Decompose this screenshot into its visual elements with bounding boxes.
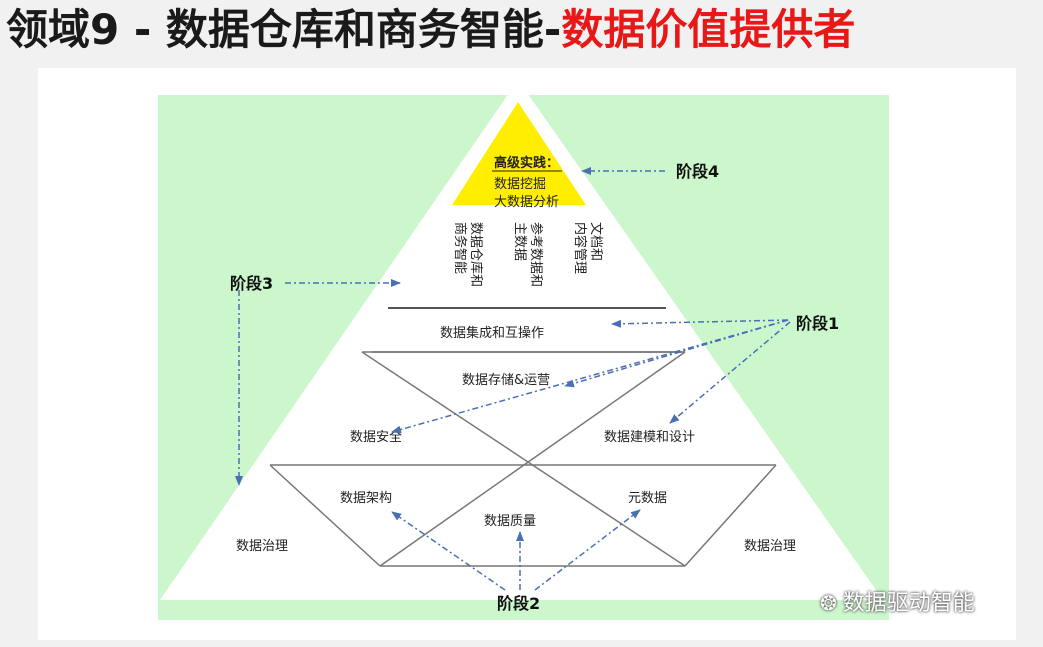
label-metadata: 元数据 <box>628 491 667 506</box>
label-governance-left: 数据治理 <box>236 539 288 554</box>
upper-diagonal-a <box>361 351 686 567</box>
apex-line-bigdata: 大数据分析 <box>494 195 559 210</box>
stage1-label: 阶段1 <box>796 314 839 333</box>
vlabel-document-content-line2: 内容管理 <box>572 222 588 274</box>
apex-heading: 高级实践： <box>494 155 559 171</box>
stage3-label: 阶段3 <box>230 274 273 293</box>
vlabel-reference-master-line1: 参考数据和 <box>528 222 544 287</box>
vlabel-document-content-line1: 文档和 <box>588 222 603 261</box>
apex-line-mining: 数据挖掘 <box>494 177 546 192</box>
wechat-icon: ❂ <box>820 591 837 615</box>
arrow-stage1-to-integration <box>611 319 789 328</box>
lower-right-edge <box>684 464 777 567</box>
watermark: ❂数据驱动智能 <box>820 585 975 617</box>
label-security: 数据安全 <box>350 429 402 445</box>
vlabel-dw-bi: 数据仓库和 商务智能 <box>452 222 484 287</box>
label-integration: 数据集成和互操作 <box>440 325 544 341</box>
arrow-stage1-to-modeling <box>669 321 791 424</box>
vlabel-dw-bi-line1: 数据仓库和 <box>468 222 484 287</box>
label-storage: 数据存储&运营 <box>462 373 550 388</box>
apex-advanced-practice <box>452 102 586 205</box>
upper-diagonal-b <box>379 351 686 567</box>
label-quality: 数据质量 <box>484 514 536 529</box>
vlabel-reference-master-line2: 主数据 <box>512 222 527 261</box>
label-modeling: 数据建模和设计 <box>604 430 695 445</box>
label-governance-right: 数据治理 <box>744 539 796 554</box>
arrow-stage2-to-architecture <box>391 511 506 591</box>
title-prefix: 领域9 - 数据仓库和商务智能- <box>6 5 562 54</box>
watermark-text: 数据驱动智能 <box>842 591 975 616</box>
title-highlight: 数据价值提供者 <box>561 5 856 54</box>
vlabel-dw-bi-line2: 商务智能 <box>452 222 468 274</box>
arrow-stage1-to-security <box>391 319 789 434</box>
page-title: 领域9 - 数据仓库和商务智能-数据价值提供者 <box>6 0 855 60</box>
lower-left-edge <box>269 464 381 567</box>
stage4-label: 阶段4 <box>676 162 719 181</box>
vlabel-reference-master: 参考数据和 主数据 <box>512 222 544 287</box>
pyramid <box>160 80 883 600</box>
vlabel-document-content: 文档和 内容管理 <box>572 222 603 274</box>
stage2-label: 阶段2 <box>497 594 540 613</box>
arrow-stage2-to-metadata <box>534 509 641 591</box>
label-architecture: 数据架构 <box>340 491 392 506</box>
